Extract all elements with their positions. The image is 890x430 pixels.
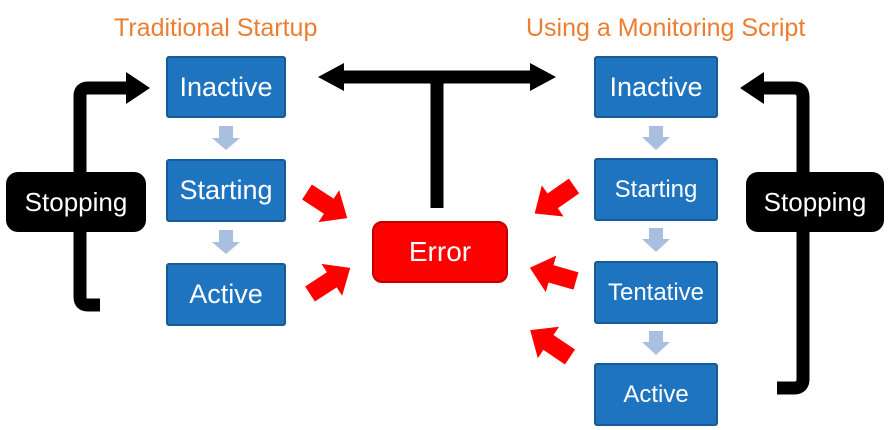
red-arrow-icon <box>299 251 361 310</box>
error-reset-arrow <box>318 63 556 208</box>
right-state-tentative: Tentative <box>594 261 718 324</box>
red-arrow-icon <box>519 314 581 373</box>
right-state-starting: Starting <box>594 158 718 221</box>
left-state-inactive: Inactive <box>166 56 286 118</box>
flow-arrow-icon <box>212 126 240 150</box>
right-loop-arrow <box>740 72 810 395</box>
flow-arrow-icon <box>642 126 670 150</box>
red-arrow-icon <box>524 249 582 300</box>
right-state-inactive: Inactive <box>594 56 718 118</box>
red-arrow-icon <box>523 170 585 230</box>
right-flow-arrows <box>642 126 670 355</box>
flow-arrow-icon <box>642 228 670 252</box>
right-stopping-box: Stopping <box>746 172 884 232</box>
error-state: Error <box>372 221 508 283</box>
flow-arrow-icon <box>212 230 240 254</box>
red-arrow-icon <box>296 176 358 235</box>
left-flow-arrows <box>212 126 240 254</box>
left-state-active: Active <box>166 263 286 326</box>
left-diagram-title: Traditional Startup <box>114 14 318 42</box>
left-state-starting: Starting <box>166 159 286 222</box>
right-diagram-title: Using a Monitoring Script <box>526 14 806 42</box>
flow-arrow-icon <box>642 331 670 355</box>
right-state-active: Active <box>594 363 718 426</box>
left-stopping-box: Stopping <box>6 172 146 232</box>
